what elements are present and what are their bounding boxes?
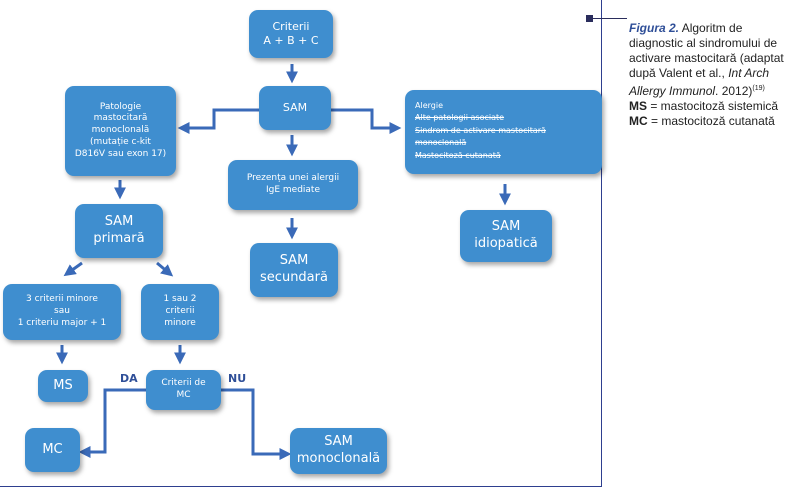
caption-line-4: după Valent et al., Int Arch xyxy=(629,66,795,81)
caption-title-start: Algoritm de xyxy=(679,21,743,35)
allergy-list-node: Alergie Alte patologii asociate Sindrom … xyxy=(405,90,602,174)
mast-cell-activation-item: Sindrom de activare mastocitară xyxy=(415,125,546,135)
arrow-criteria-mc-no xyxy=(221,388,292,460)
mc-node: MC xyxy=(25,428,80,472)
sam-idiopathic-node: SAM idiopatică xyxy=(460,210,552,262)
criteria-mc-node: Criterii de MC xyxy=(146,370,221,410)
caption-line-2: diagnostic al sindromului de xyxy=(629,36,778,50)
caption-journal-part1: Int Arch xyxy=(728,66,770,80)
caption-mc-definition: MC = mastocitoză cutanată xyxy=(629,114,795,129)
caption-line-1: Figura 2. Algoritm de xyxy=(629,21,795,36)
arrow-primary-to-3minor xyxy=(63,261,83,277)
arrow-sam-to-allergy xyxy=(330,108,402,134)
monoclonal-item: monoclonală xyxy=(415,138,467,148)
caption-journal-part2: Allergy Immunol xyxy=(629,84,716,98)
allergy-item: Alergie xyxy=(415,101,443,110)
caption-line-5: Allergy Immunol. 2012)(19) xyxy=(629,81,795,99)
figure-label: Figura 2. xyxy=(629,21,680,35)
mc-definition-text: = mastocitoză cutanată xyxy=(647,114,775,128)
arrow-sam-to-pathology xyxy=(177,108,259,134)
flowchart-arrows xyxy=(56,64,511,460)
ms-abbr: MS xyxy=(629,99,647,113)
other-pathologies-item: Alte patologii asociate xyxy=(415,113,505,123)
caption-marker-line xyxy=(593,18,627,19)
no-label: NU xyxy=(228,372,247,385)
sam-node: SAM xyxy=(259,86,331,130)
criteria-3-minor-node: 3 criterii minore sau 1 criteriu major +… xyxy=(3,284,121,340)
criteria-node: Criterii A + B + C xyxy=(249,10,333,58)
arrow-primary-to-1or2 xyxy=(156,261,174,277)
caption-citation-authors: după Valent et al., xyxy=(629,66,729,80)
figure-caption: Figura 2. Algoritm de diagnostic al sind… xyxy=(629,21,795,129)
monoclonal-pathology-node: Patologie mastocitară monoclonală (mutaț… xyxy=(65,86,176,176)
caption-year: . 2012) xyxy=(715,84,753,98)
caption-ms-definition: MS = mastocitoză sistemică xyxy=(629,99,795,114)
cutaneous-mastocytosis-item: Mastocitoză cutanată xyxy=(415,150,501,160)
ms-definition-text: = mastocitoză sistemică xyxy=(647,99,779,113)
arrow-criteria-mc-yes xyxy=(78,388,146,458)
caption-reference: (19) xyxy=(752,85,765,92)
ms-node: MS xyxy=(38,370,88,402)
caption-marker xyxy=(586,15,593,22)
ige-allergy-node: Prezența unei alergii IgE mediate xyxy=(228,160,358,210)
sam-primary-node: SAM primară xyxy=(75,204,163,258)
caption-line-3: activare mastocitară (adaptat xyxy=(629,51,784,65)
sam-monoclonal-node: SAM monoclonală xyxy=(290,428,387,474)
mc-abbr: MC xyxy=(629,114,648,128)
criteria-1-or-2-node: 1 sau 2 criterii minore xyxy=(141,284,219,340)
yes-label: DA xyxy=(120,372,138,385)
sam-secondary-node: SAM secundară xyxy=(250,243,338,297)
